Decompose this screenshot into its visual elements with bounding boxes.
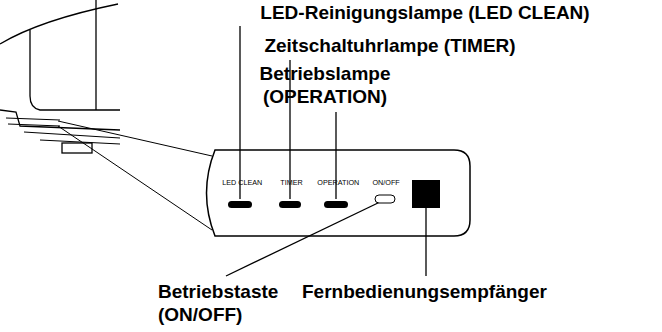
unit-front — [30, 30, 120, 110]
panel-outline — [207, 150, 471, 236]
callout-label: Betriebstaste (ON/OFF) — [158, 280, 308, 326]
receiver — [412, 180, 440, 208]
unit-top-edge — [0, 4, 118, 44]
panel-label: TIMER — [280, 178, 302, 187]
leader-line — [425, 208, 426, 276]
display-strip — [6, 118, 60, 126]
callout-label: Betriebslampe (OPERATION) — [250, 62, 400, 108]
zoom-line — [58, 121, 212, 156]
lamp — [279, 201, 301, 208]
vent-lines — [24, 132, 120, 144]
panel-label: OPERATION — [317, 178, 359, 187]
louver — [62, 143, 92, 153]
lamp — [228, 201, 252, 208]
button — [375, 195, 395, 203]
lamp — [324, 201, 348, 208]
zoom-line — [58, 126, 212, 230]
panel-label: LED CLEAN — [222, 178, 262, 187]
leader-line — [226, 202, 380, 276]
unit-side — [95, 0, 96, 110]
panel-label: ON/OFF — [373, 178, 400, 187]
callout-label: Fernbedienungsempfänger — [302, 280, 547, 303]
callout-label: LED-Reinigungslampe (LED CLEAN) — [260, 1, 589, 24]
callout-label: Zeitschaltuhrlampe (TIMER) — [264, 34, 515, 57]
leader-line — [239, 26, 240, 199]
